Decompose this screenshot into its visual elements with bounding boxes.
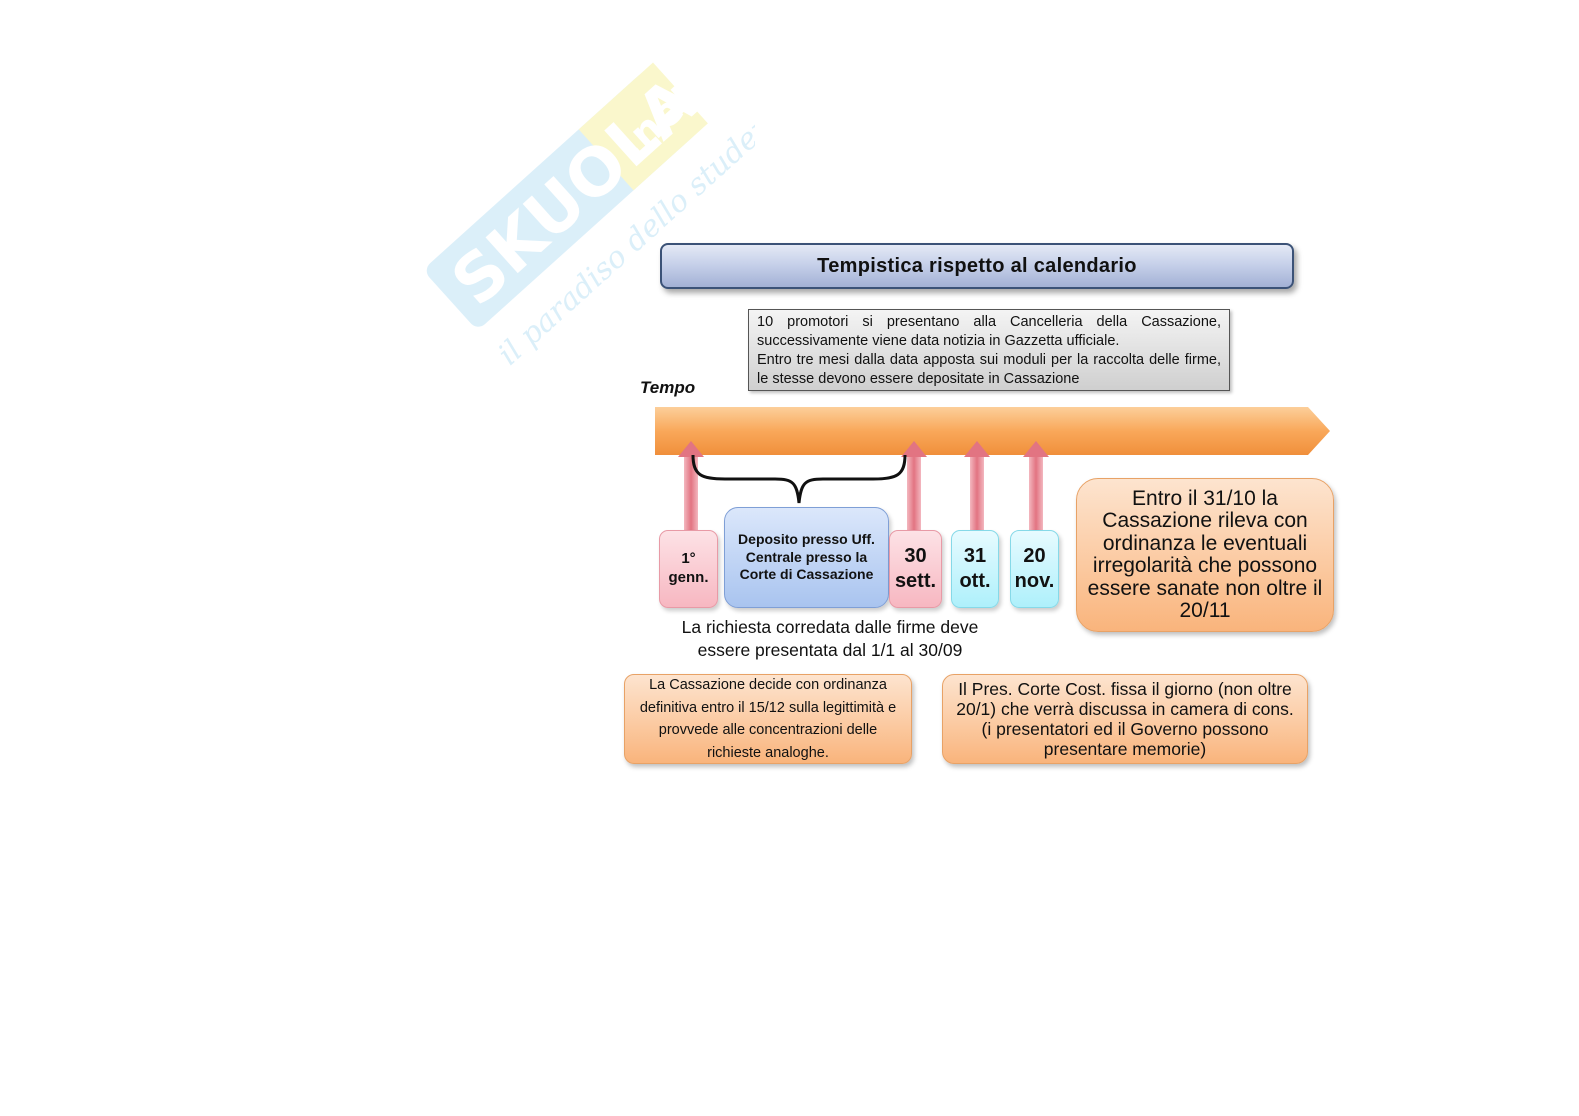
deposito-box: Deposito presso Uff. Centrale presso la …	[724, 507, 889, 608]
date-month: sett.	[894, 570, 937, 592]
date-20-novembre: 20 nov.	[1010, 530, 1059, 608]
timeline-bar	[655, 407, 1330, 455]
note-line-1: 10 promotori si presentano alla Cancelle…	[757, 314, 1221, 349]
date-month: genn.	[668, 569, 709, 586]
diagram-title: Tempistica rispetto al calendario	[660, 243, 1294, 289]
promotori-note: 10 promotori si presentano alla Cancelle…	[748, 309, 1230, 391]
note-line-2: Entro tre mesi dalla data apposta sui mo…	[757, 352, 1221, 387]
date-day: 31	[963, 545, 987, 567]
irregolarita-box: Entro il 31/10 la Cassazione rileva con …	[1076, 478, 1334, 632]
date-day: 30	[904, 545, 927, 567]
arrow-30-sett	[901, 441, 927, 531]
date-month: ott.	[959, 570, 991, 592]
corte-costituzionale-box: Il Pres. Corte Cost. fissa il giorno (no…	[942, 674, 1308, 764]
date-1-gennaio: 1°genn.	[659, 530, 718, 608]
date-day: 20	[1023, 545, 1046, 567]
date-month: nov.	[1014, 570, 1055, 592]
date-30-settembre: 30 sett.	[889, 530, 942, 608]
arrow-20-nov	[1023, 441, 1049, 531]
arrow-1-genn	[678, 441, 704, 531]
richiesta-caption: La richiesta corredata dalle firme deve …	[681, 617, 979, 660]
arrow-31-ott	[964, 441, 990, 531]
date-day: 1°	[681, 550, 696, 568]
timeline-graphic	[655, 407, 1330, 531]
skuola-watermark-logo: SKUOLA .net il paradiso dello studente	[426, 62, 755, 370]
tempo-label: Tempo	[640, 378, 696, 397]
period-brace	[691, 454, 907, 504]
date-31-ottobre: 31 ott.	[951, 530, 999, 608]
cassazione-decide-box: La Cassazione decide con ordinanza defin…	[624, 674, 912, 764]
